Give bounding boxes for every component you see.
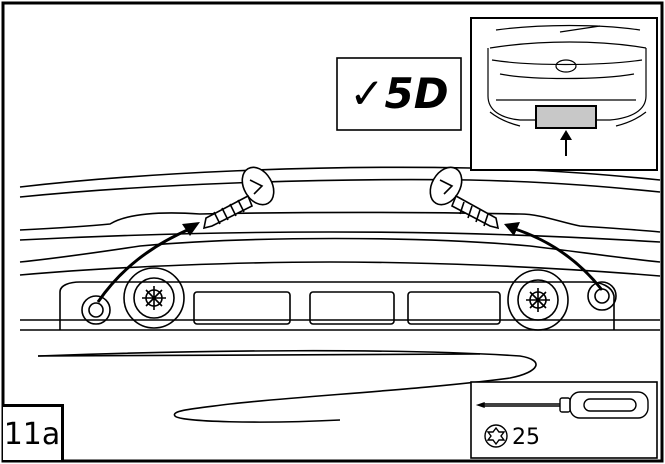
license-plate-area: [535, 105, 597, 129]
model-label: 5D: [384, 69, 449, 118]
variant-label: ✓5D: [337, 58, 461, 130]
check-mark-icon: ✓: [349, 69, 385, 118]
arrow-right: [504, 222, 604, 291]
screwdriver-icon: [475, 391, 649, 419]
screw-left: [202, 166, 275, 230]
screw-right: [429, 166, 500, 230]
bumper-outline: [19, 166, 661, 423]
torx-icon: [484, 424, 508, 448]
arrow-left: [96, 222, 200, 303]
tool-box: [470, 381, 658, 459]
torx-size-label: 25: [512, 425, 540, 450]
inset-rear-view: [470, 17, 658, 171]
clip-left: [81, 267, 185, 329]
bumper-slots: [193, 291, 501, 325]
step-label: 11a: [3, 404, 64, 460]
variant-box: [336, 57, 462, 131]
clip-right: [507, 269, 617, 331]
